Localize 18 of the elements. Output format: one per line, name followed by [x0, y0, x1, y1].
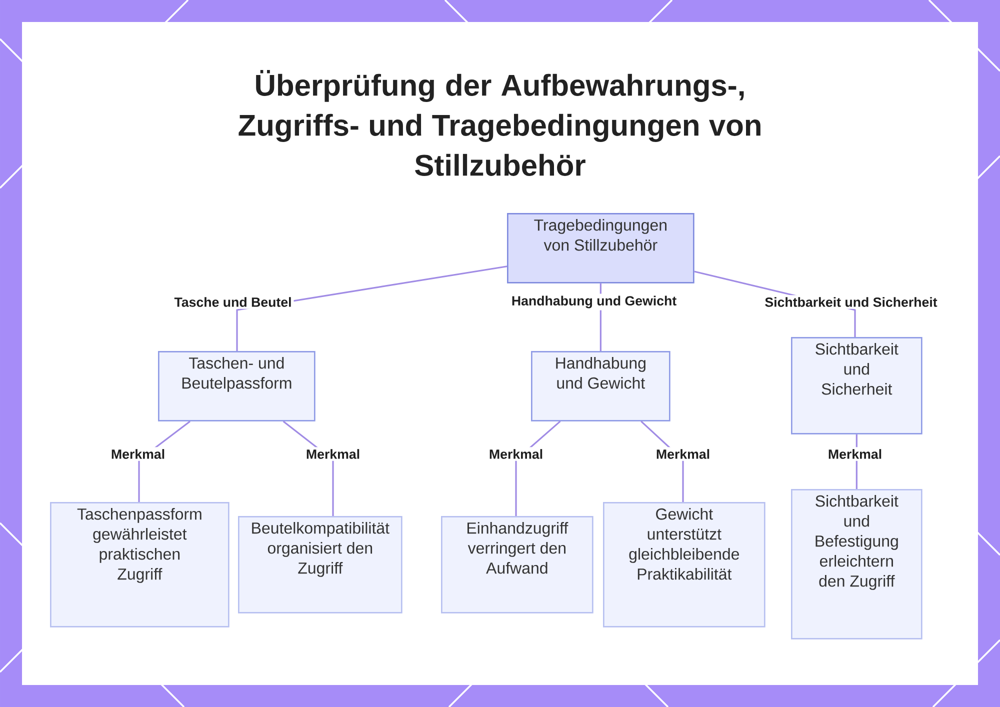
- root-box: Tragebedingungen von Stillzubehör: [507, 213, 694, 284]
- edge-label: Sichtbarkeit und Sicherheit: [762, 295, 940, 309]
- process-box: Gewicht unterstützt gleichbleibende Praktikabilität: [603, 502, 766, 628]
- process-box: Sichtbarkeit und Sicherheit: [791, 337, 922, 434]
- process-box: Sichtbarkeit und Befestigung erleichtern den Zugriff: [791, 489, 922, 640]
- process-box: Einhandzugriff verringert den Aufwand: [441, 516, 594, 614]
- edge-label: Tasche und Beutel: [172, 295, 294, 309]
- edge-label: Merkmal: [304, 447, 362, 461]
- process-box: Taschenpassform gewährleistet praktischen Zugriff: [50, 502, 230, 628]
- edge-label: Merkmal: [486, 447, 546, 461]
- process-box: Beutelkompatibilität organisiert den Zugriff: [238, 516, 402, 614]
- edge-label: Handhabung und Gewicht: [509, 294, 679, 310]
- edge-label: Merkmal: [826, 447, 884, 461]
- process-box: Handhabung und Gewicht: [531, 351, 670, 422]
- title: Überprüfung der Aufbewahrungs-, Zugriffs- und Tragebedingungen von Stillzubehör: [238, 70, 760, 176]
- edge-label: Merkmal: [654, 447, 712, 461]
- edge-label: Merkmal: [108, 447, 168, 461]
- process-box: Taschen- und Beutelpassform: [158, 351, 316, 422]
